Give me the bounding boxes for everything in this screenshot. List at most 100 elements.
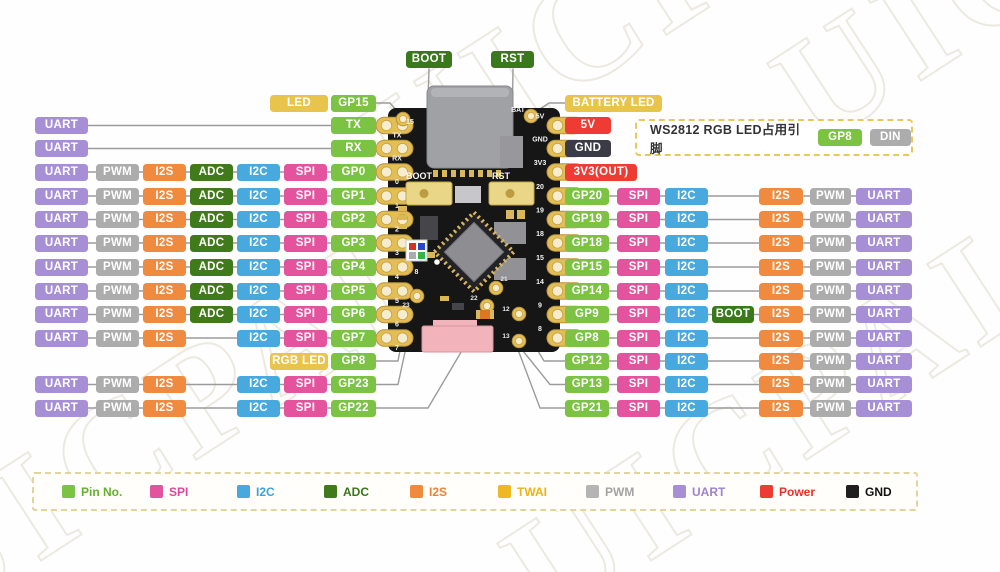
svg-text:12: 12 — [502, 306, 510, 313]
svg-text:RX: RX — [392, 156, 402, 163]
func-badge-spi: SPI — [617, 187, 660, 205]
battery-led-badge: BATTERY LED — [565, 94, 662, 112]
func-badge-pwm: PWM — [810, 187, 851, 205]
pin-badge: GP9 — [565, 306, 609, 323]
pin-badge: GP5 — [331, 282, 376, 300]
legend-label: ADC — [343, 485, 369, 499]
func-badge-spi: SPI — [284, 234, 327, 252]
pin-row-left-gp5: UART PWM I2S ADC I2C SPI GP5 — [0, 282, 1000, 300]
legend-item-pin-no: Pin No. — [62, 485, 122, 499]
pin-row-right-gp13: GP13 SPI I2C I2S PWM UART — [0, 376, 1000, 393]
svg-text:0: 0 — [395, 179, 399, 186]
svg-text:13: 13 — [502, 333, 510, 340]
func-badge-spi: SPI — [284, 211, 327, 228]
esp-chip — [431, 209, 517, 295]
func-badge-uart: UART — [856, 306, 912, 323]
legend-label: UART — [692, 485, 726, 499]
pin-badge: GP14 — [565, 282, 609, 300]
ws2812-din-badge: DIN — [869, 129, 911, 146]
pin-row-right-gp20: GP20 SPI I2C I2S PWM UART — [0, 187, 1000, 205]
pin-badge: GP0 — [331, 163, 376, 181]
legend-item-twai: TWAI — [498, 485, 547, 499]
pin-badge: GP4 — [331, 258, 376, 276]
legend-item-i2s: I2S — [410, 485, 447, 499]
func-badge-uart: UART — [35, 140, 88, 157]
func-badge-pwm: PWM — [810, 352, 851, 370]
svg-text:21: 21 — [500, 276, 508, 283]
legend-swatch-twai — [498, 485, 511, 498]
legend-swatch-gnd — [846, 485, 859, 498]
svg-text:TX: TX — [393, 133, 402, 140]
func-badge-pwm: PWM — [96, 376, 139, 393]
svg-text:9: 9 — [538, 303, 542, 310]
pin-badge: GP15 — [331, 94, 376, 112]
func-badge-i2s: I2S — [143, 306, 186, 323]
gnd-badge: GND — [565, 140, 611, 157]
pin-row-left-gp1: UART PWM I2S ADC I2C SPI GP1 — [0, 187, 1000, 205]
svg-text:1: 1 — [395, 203, 399, 210]
func-badge-i2c: I2C — [237, 329, 280, 347]
left-pads — [375, 116, 414, 347]
func-badge-uart: UART — [35, 329, 88, 347]
func-badge-i2s: I2S — [143, 163, 186, 181]
led-badge: LED — [270, 94, 328, 112]
func-badge-i2c: I2C — [665, 211, 708, 228]
pin-row-right-gp8: GP8 SPI I2C I2S PWM UART — [0, 329, 1000, 347]
func-badge-spi: SPI — [284, 329, 327, 347]
func-badge-i2s: I2S — [143, 234, 186, 252]
pin-badge: GP12 — [565, 352, 609, 370]
func-badge-pwm: PWM — [96, 306, 139, 323]
pin-badge: GP13 — [565, 376, 609, 393]
legend-swatch-i2c — [237, 485, 250, 498]
func-badge-uart: UART — [856, 399, 912, 417]
func-badge-i2s: I2S — [759, 306, 803, 323]
svg-text:BAT: BAT — [511, 107, 526, 114]
rst-top-label: RST — [491, 51, 534, 68]
legend-swatch-pin-no — [62, 485, 75, 498]
func-badge-spi: SPI — [284, 306, 327, 323]
ws2812-pin-badge: GP8 — [818, 129, 862, 146]
func-badge-uart: UART — [35, 117, 88, 134]
legend-label: TWAI — [517, 485, 547, 499]
func-badge-i2s: I2S — [143, 376, 186, 393]
func-badge-i2c: I2C — [237, 399, 280, 417]
func-badge-pwm: PWM — [96, 211, 139, 228]
svg-text:6: 6 — [395, 322, 399, 329]
func-badge-i2c: I2C — [237, 211, 280, 228]
pin-badge: GP7 — [331, 329, 376, 347]
legend-label: GND — [865, 485, 892, 499]
legend-item-pwm: PWM — [586, 485, 634, 499]
legend-item-adc: ADC — [324, 485, 369, 499]
func-badge-uart: UART — [35, 258, 88, 276]
func-badge-pwm: PWM — [810, 399, 851, 417]
func-badge-i2s: I2S — [143, 258, 186, 276]
func-badge-i2c: I2C — [665, 187, 708, 205]
func-badge-pwm: PWM — [96, 329, 139, 347]
rgb-led-badge: RGB LED — [270, 352, 328, 370]
pin-row-left-gp6: UART PWM I2S ADC I2C SPI GP6 — [0, 306, 1000, 323]
pin-row-left-gp0: UART PWM I2S ADC I2C SPI GP0 — [0, 163, 1000, 181]
func-badge-uart: UART — [35, 234, 88, 252]
svg-text:20: 20 — [536, 184, 544, 191]
pin-row-left-gp4: UART PWM I2S ADC I2C SPI GP4 — [0, 258, 1000, 276]
func-badge-spi: SPI — [617, 306, 660, 323]
func-badge-adc: ADC — [190, 187, 233, 205]
func-badge-pwm: PWM — [96, 258, 139, 276]
func-badge-i2c: I2C — [237, 282, 280, 300]
func-badge-i2c: I2C — [237, 234, 280, 252]
legend-label: PWM — [605, 485, 635, 499]
boot-top-label: BOOT — [406, 51, 452, 68]
legend-label: Power — [779, 485, 816, 499]
func-badge-i2c: I2C — [665, 352, 708, 370]
func-badge-boot: BOOT — [712, 306, 754, 323]
connector-footprint — [421, 320, 494, 353]
boot-button — [405, 181, 453, 206]
func-badge-spi: SPI — [617, 282, 660, 300]
func-badge-pwm: PWM — [96, 187, 139, 205]
func-badge-spi: SPI — [617, 376, 660, 393]
func-badge-spi: SPI — [284, 399, 327, 417]
svg-text:4: 4 — [395, 274, 399, 281]
func-badge-spi: SPI — [617, 211, 660, 228]
func-badge-i2c: I2C — [665, 258, 708, 276]
